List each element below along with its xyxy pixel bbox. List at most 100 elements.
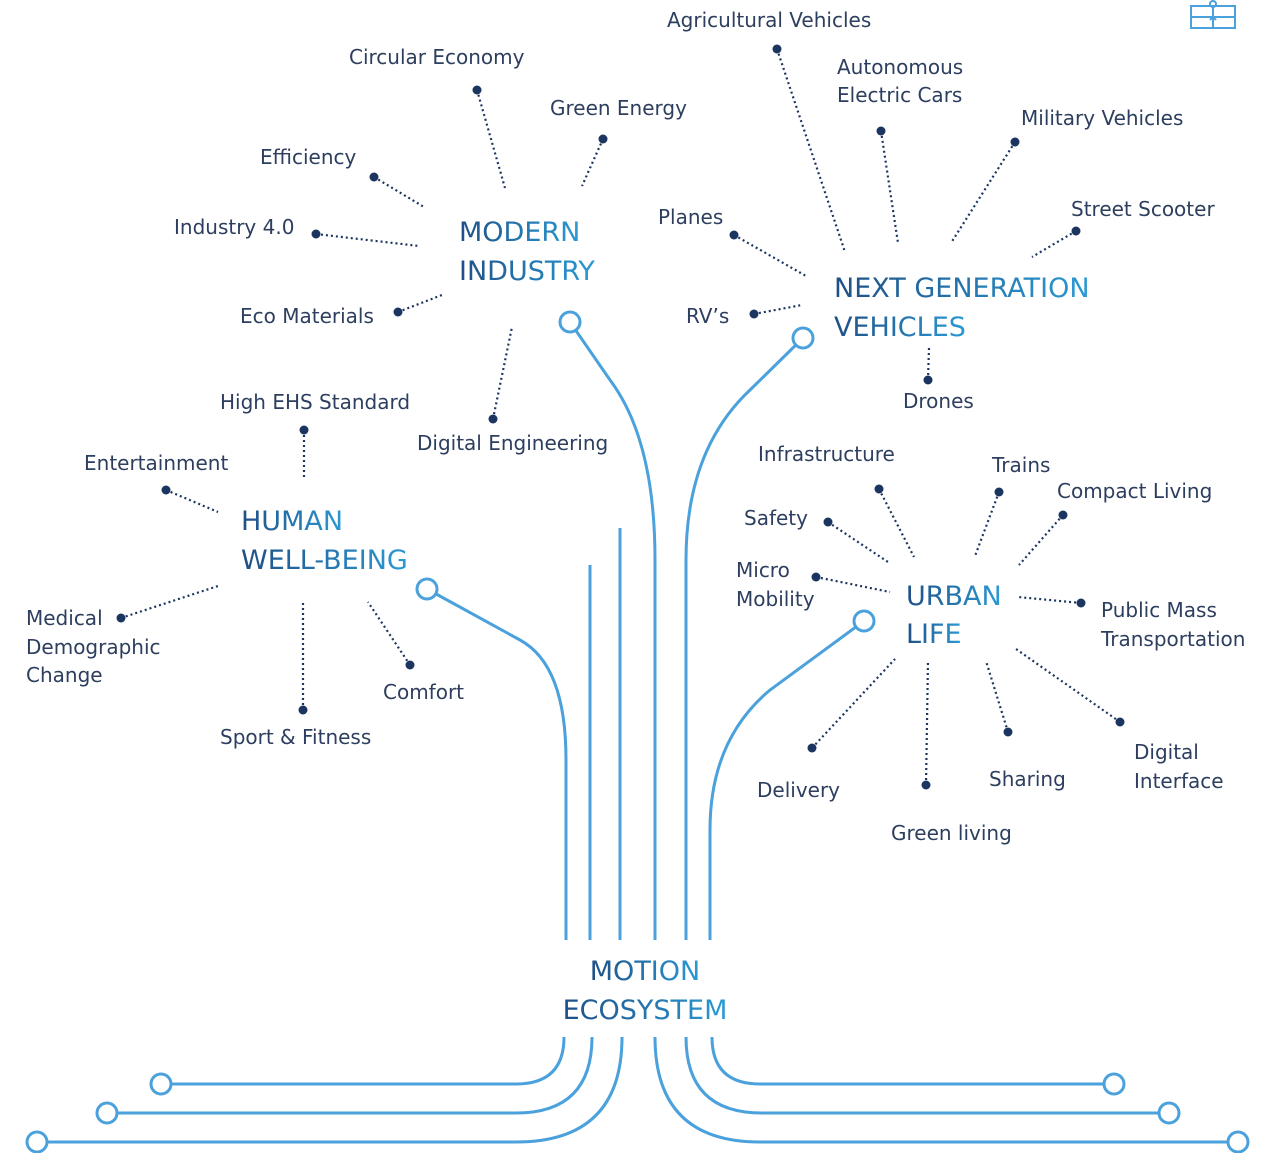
connector-dot — [923, 375, 933, 385]
root-node — [95, 1101, 119, 1125]
root-node — [1226, 1130, 1250, 1153]
connector-dot — [405, 660, 415, 670]
connector-dot — [298, 705, 308, 715]
connector — [475, 89, 507, 189]
root-line — [172, 1036, 566, 1086]
connector — [878, 488, 915, 558]
item-military-vehicles: Military Vehicles — [1021, 106, 1183, 130]
item-comfort: Comfort — [383, 680, 464, 704]
item-interface: Interface — [1134, 769, 1224, 793]
item-safety: Safety — [744, 506, 808, 530]
cluster-title-line2: VEHICLES — [834, 312, 966, 343]
connector-dot — [393, 307, 403, 317]
connector-dot — [311, 229, 321, 239]
item-industry-4-0: Industry 4.0 — [174, 215, 294, 239]
branch-node — [415, 577, 439, 601]
item-demographic: Demographic — [26, 635, 161, 659]
item-change: Change — [26, 663, 103, 687]
branch-node — [558, 310, 582, 334]
connector-dot — [749, 309, 759, 319]
connector — [580, 138, 605, 187]
root-line — [684, 1036, 1158, 1115]
item-agricultural-vehicles: Agricultural Vehicles — [667, 8, 871, 32]
connector — [924, 659, 930, 786]
item-mobility: Mobility — [736, 587, 815, 611]
root-node — [1102, 1072, 1126, 1096]
item-circular-economy: Circular Economy — [349, 45, 525, 69]
connector — [973, 491, 1001, 557]
connector — [753, 303, 803, 316]
connector-dot — [472, 85, 482, 95]
connector-dot — [823, 517, 833, 527]
connector — [950, 141, 1016, 244]
item-electric-cars: Electric Cars — [837, 83, 962, 107]
connector-dot — [299, 425, 309, 435]
connector — [373, 176, 425, 208]
item-public-mass: Public Mass — [1101, 598, 1217, 622]
connector-dot — [161, 485, 171, 495]
item-green-energy: Green Energy — [550, 96, 687, 120]
item-transportation: Transportation — [1100, 627, 1245, 651]
item-planes: Planes — [658, 205, 723, 229]
connector-dot — [488, 414, 498, 424]
root-line — [710, 1036, 1103, 1086]
connector — [811, 658, 896, 749]
item-street-scooter: Street Scooter — [1071, 197, 1215, 221]
item-delivery: Delivery — [757, 778, 840, 802]
connector — [397, 293, 443, 314]
puzzle-icon — [1190, 0, 1236, 29]
connector — [879, 130, 900, 244]
connector-dot — [1058, 510, 1068, 520]
center-title-line1: MOTION — [590, 956, 700, 987]
root-line — [118, 1036, 594, 1115]
connector-dot — [1010, 137, 1020, 147]
item-green-living: Green living — [891, 821, 1012, 845]
item-rvs: RV’s — [686, 304, 729, 328]
root-line — [48, 1036, 624, 1144]
connector — [491, 326, 514, 420]
connector — [367, 601, 411, 666]
connector-dot — [807, 743, 817, 753]
root-node — [25, 1130, 49, 1153]
connector — [733, 234, 807, 277]
item-digital: Digital — [1134, 740, 1199, 764]
connector-dot — [369, 172, 379, 182]
root-line — [653, 1036, 1227, 1144]
connector — [165, 488, 219, 514]
cluster-human-well-being: HUMAN WELL-BEING High EHS Standard Enter… — [26, 390, 464, 749]
connector — [315, 232, 420, 248]
branch-modern-industry — [568, 321, 657, 940]
connector-dot — [729, 230, 739, 240]
connector — [984, 660, 1010, 733]
connector — [1018, 514, 1064, 566]
connector — [775, 48, 847, 253]
branch-node — [852, 609, 876, 633]
item-compact-living: Compact Living — [1057, 479, 1212, 503]
cluster-urban-life: URBAN LIFE Infrastructure Trains Compact… — [736, 442, 1245, 845]
item-efficiency: Efficiency — [260, 145, 357, 169]
connector — [815, 575, 891, 594]
connector — [120, 584, 219, 620]
item-high-ehs-standard: High EHS Standard — [220, 390, 410, 414]
branch-node — [791, 326, 815, 350]
connector-dot — [1071, 226, 1081, 236]
branch-urban-life — [708, 619, 865, 940]
cluster-title-line2: WELL-BEING — [241, 545, 408, 576]
branch-human-well-being — [426, 587, 568, 940]
item-digital-engineering: Digital Engineering — [417, 431, 608, 455]
connector-dot — [116, 613, 126, 623]
cluster-title-line1: URBAN — [906, 581, 1002, 612]
connector-dot — [1115, 717, 1125, 727]
cluster-modern-industry: MODERN INDUSTRY Circular Economy Green E… — [174, 45, 687, 455]
item-drones: Drones — [903, 389, 974, 413]
connector-dot — [874, 484, 884, 494]
branch-next-gen — [684, 336, 805, 940]
connector-dot — [876, 126, 886, 136]
connector-dot — [598, 134, 608, 144]
item-trains: Trains — [991, 453, 1050, 477]
cluster-title-line2: LIFE — [906, 619, 962, 650]
tree-trunk — [415, 310, 876, 940]
cluster-title-line1: HUMAN — [241, 506, 343, 537]
root-node — [149, 1072, 173, 1096]
